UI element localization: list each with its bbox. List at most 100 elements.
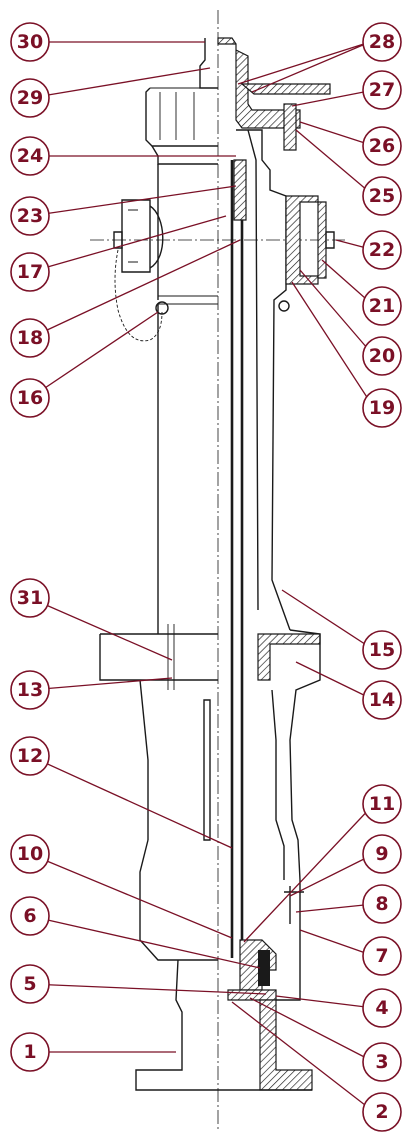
callout-10: 10 [10,834,50,874]
leader-lines [29,41,375,1113]
callout-17-label: 17 [17,261,43,283]
leader-13 [29,677,173,691]
callout-31: 31 [10,578,50,618]
leader-23 [29,185,237,217]
callout-18: 18 [10,318,50,358]
callout-8-label: 8 [375,893,388,915]
callout-1: 1 [10,1032,50,1072]
chain-ring [155,301,169,315]
leader-28 [237,41,371,93]
hood-facets [159,92,195,140]
callout-12-label: 12 [17,745,43,767]
cap-chain [114,249,163,342]
lower-body-outer [289,629,321,881]
drain-bolt [284,886,304,924]
callout-25: 25 [362,176,402,216]
callout-30-label: 30 [17,31,43,53]
bonnet-cover [240,83,331,95]
callout-6-label: 6 [23,905,36,927]
leader-16 [29,311,159,399]
leader-14 [295,661,375,701]
body-outer-wall [236,129,291,631]
callout-31-label: 31 [17,587,43,609]
callout-6: 6 [10,896,50,936]
leader-26 [299,121,375,147]
callout-28-label: 28 [369,31,395,53]
callout-3: 3 [362,1042,402,1082]
flange-section-upper [257,633,321,681]
drain-slot [203,699,211,841]
callout-18-label: 18 [17,327,43,349]
callout-16: 16 [10,378,50,418]
leader-10 [29,853,233,939]
callout-group: 30 28 29 27 24 26 23 25 17 22 21 18 20 1… [10,22,402,1132]
callout-26-label: 26 [369,135,395,157]
bonnet-bolt [283,103,297,151]
lower-body-inner [271,689,285,880]
leader-7 [299,929,375,957]
callout-11: 11 [362,784,402,824]
callout-25-label: 25 [369,185,395,207]
callout-5-label: 5 [23,973,36,995]
operating-nut-outline [199,38,218,89]
callout-4-label: 4 [375,997,388,1019]
callout-7-label: 7 [375,945,388,967]
callout-21-label: 21 [369,295,395,317]
callout-2: 2 [362,1092,402,1132]
leader-8 [295,903,375,913]
sectional-view [217,37,335,1091]
outlet-coupling-curve [149,205,164,269]
column-ring [158,295,218,305]
leader-18 [29,239,241,339]
leader-3 [249,997,375,1063]
callout-24-label: 24 [17,145,43,167]
leader-19 [291,281,375,409]
cap-lugs [128,209,138,263]
callout-27: 27 [362,70,402,110]
lower-column-left [139,679,149,840]
leader-9 [289,853,375,897]
callout-4: 4 [362,988,402,1028]
side-outlet-cap [121,199,151,273]
hydrant-body [90,10,345,1130]
leader-4 [275,995,375,1009]
callout-8: 8 [362,884,402,924]
leader-6 [29,915,261,969]
outlet-lug [278,300,290,312]
callout-30: 30 [10,22,50,62]
callout-24: 24 [10,136,50,176]
leader-17 [29,215,227,273]
callout-14: 14 [362,680,402,720]
leader-31 [29,597,173,661]
body-inner-wall [247,129,259,611]
callout-1-label: 1 [23,1041,36,1063]
callout-14-label: 14 [369,689,395,711]
callout-20: 20 [362,336,402,376]
callout-27-label: 27 [369,79,395,101]
leader-5 [29,983,267,995]
top-nut-section [217,37,301,129]
callout-28: 28 [362,22,402,62]
callout-22-label: 22 [369,239,395,261]
callout-19-label: 19 [369,397,395,419]
outlet-cap-section [317,201,327,279]
outlet-cap-nub [325,231,335,249]
lower-shoe-outer [276,880,301,1001]
leader-15 [281,589,375,651]
callout-20-label: 20 [369,345,395,367]
callout-5: 5 [10,964,50,1004]
base-flange-left [135,959,218,1091]
callout-9-label: 9 [375,843,388,865]
callout-16-label: 16 [17,387,43,409]
callout-15: 15 [362,630,402,670]
callout-3-label: 3 [375,1051,388,1073]
hood-outline [145,87,218,147]
callout-23: 23 [10,196,50,236]
valve-gasket [258,950,270,986]
middle-flange-left [99,633,218,681]
exterior-view [99,38,218,1091]
leader-27 [291,89,375,107]
callout-19: 19 [362,388,402,428]
